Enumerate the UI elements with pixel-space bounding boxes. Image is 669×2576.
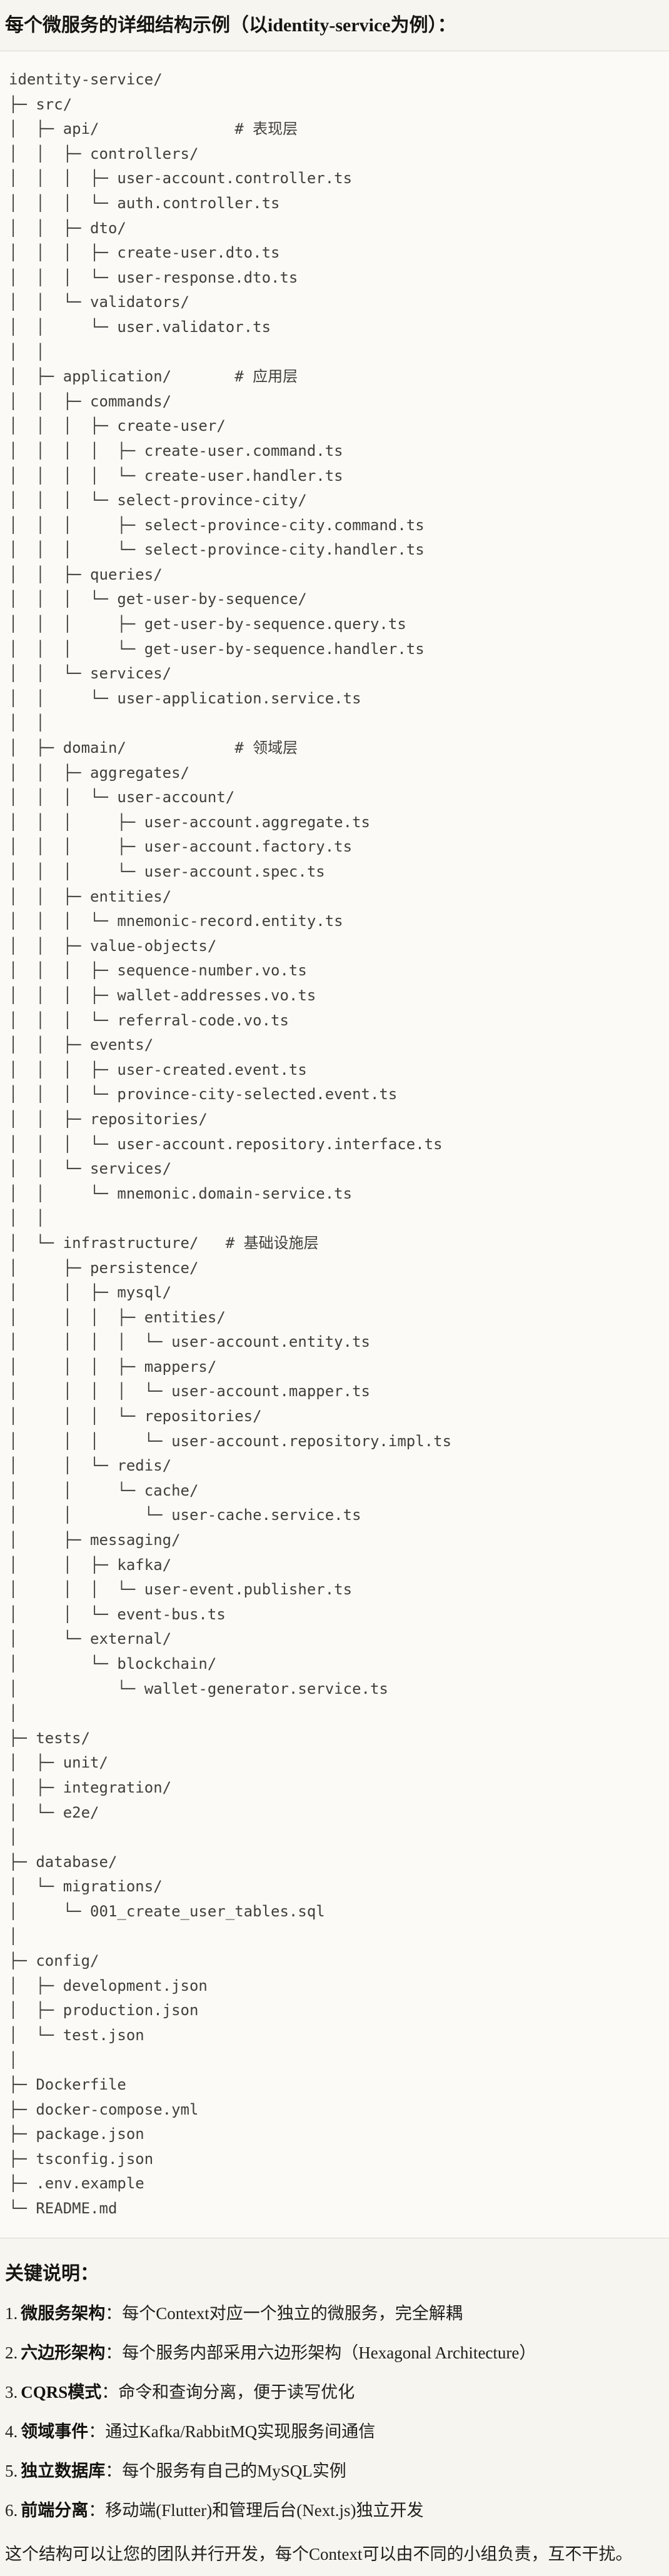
note-text: ：通过Kafka/RabbitMQ实现服务间通信 <box>88 2422 376 2441</box>
notes-list: 1.微服务架构：每个Context对应一个独立的微服务，完全解耦 2.六边形架构… <box>5 2302 664 2522</box>
code-block: identity-service/ ├─ src/ │ ├─ api/ # 表现… <box>0 51 669 2238</box>
note-label: 领域事件 <box>21 2422 89 2441</box>
page-title: 每个微服务的详细结构示例（以identity-service为例）： <box>5 15 456 36</box>
note-number: 1. <box>5 2303 18 2323</box>
note-item-6: 6.前端分离：移动端(Flutter)和管理后台(Next.js)独立开发 <box>5 2499 664 2522</box>
note-number: 6. <box>5 2500 18 2520</box>
note-text: ：每个服务有自己的MySQL实例 <box>105 2461 346 2480</box>
note-number: 5. <box>5 2461 18 2480</box>
note-label: CQRS模式 <box>21 2382 102 2402</box>
note-text: ：每个Context对应一个独立的微服务，完全解耦 <box>105 2303 463 2323</box>
note-text: ：移动端(Flutter)和管理后台(Next.js)独立开发 <box>88 2500 424 2520</box>
notes-heading: 关键说明： <box>5 2263 99 2284</box>
note-item-4: 4.领域事件：通过Kafka/RabbitMQ实现服务间通信 <box>5 2420 664 2443</box>
note-label: 独立数据库 <box>21 2461 106 2480</box>
note-item-2: 2.六边形架构：每个服务内部采用六边形架构（Hexagonal Architec… <box>5 2342 664 2364</box>
note-number: 2. <box>5 2343 18 2362</box>
note-label: 前端分离 <box>21 2500 89 2520</box>
note-number: 4. <box>5 2422 18 2441</box>
note-text: ：每个服务内部采用六边形架构（Hexagonal Architecture） <box>105 2343 536 2362</box>
note-item-5: 5.独立数据库：每个服务有自己的MySQL实例 <box>5 2460 664 2482</box>
note-item-1: 1.微服务架构：每个Context对应一个独立的微服务，完全解耦 <box>5 2302 664 2325</box>
tree-text: identity-service/ ├─ src/ │ ├─ api/ # 表现… <box>9 71 452 2218</box>
notes-footer: 这个结构可以让您的团队并行开发，每个Context可以由不同的小组负责，互不干扰… <box>5 2544 633 2563</box>
note-text: ：命令和查询分离，便于读写优化 <box>101 2382 355 2402</box>
note-item-3: 3.CQRS模式：命令和查询分离，便于读写优化 <box>5 2381 664 2403</box>
note-label: 微服务架构 <box>21 2303 106 2323</box>
note-number: 3. <box>5 2382 18 2402</box>
note-label: 六边形架构 <box>21 2343 106 2362</box>
